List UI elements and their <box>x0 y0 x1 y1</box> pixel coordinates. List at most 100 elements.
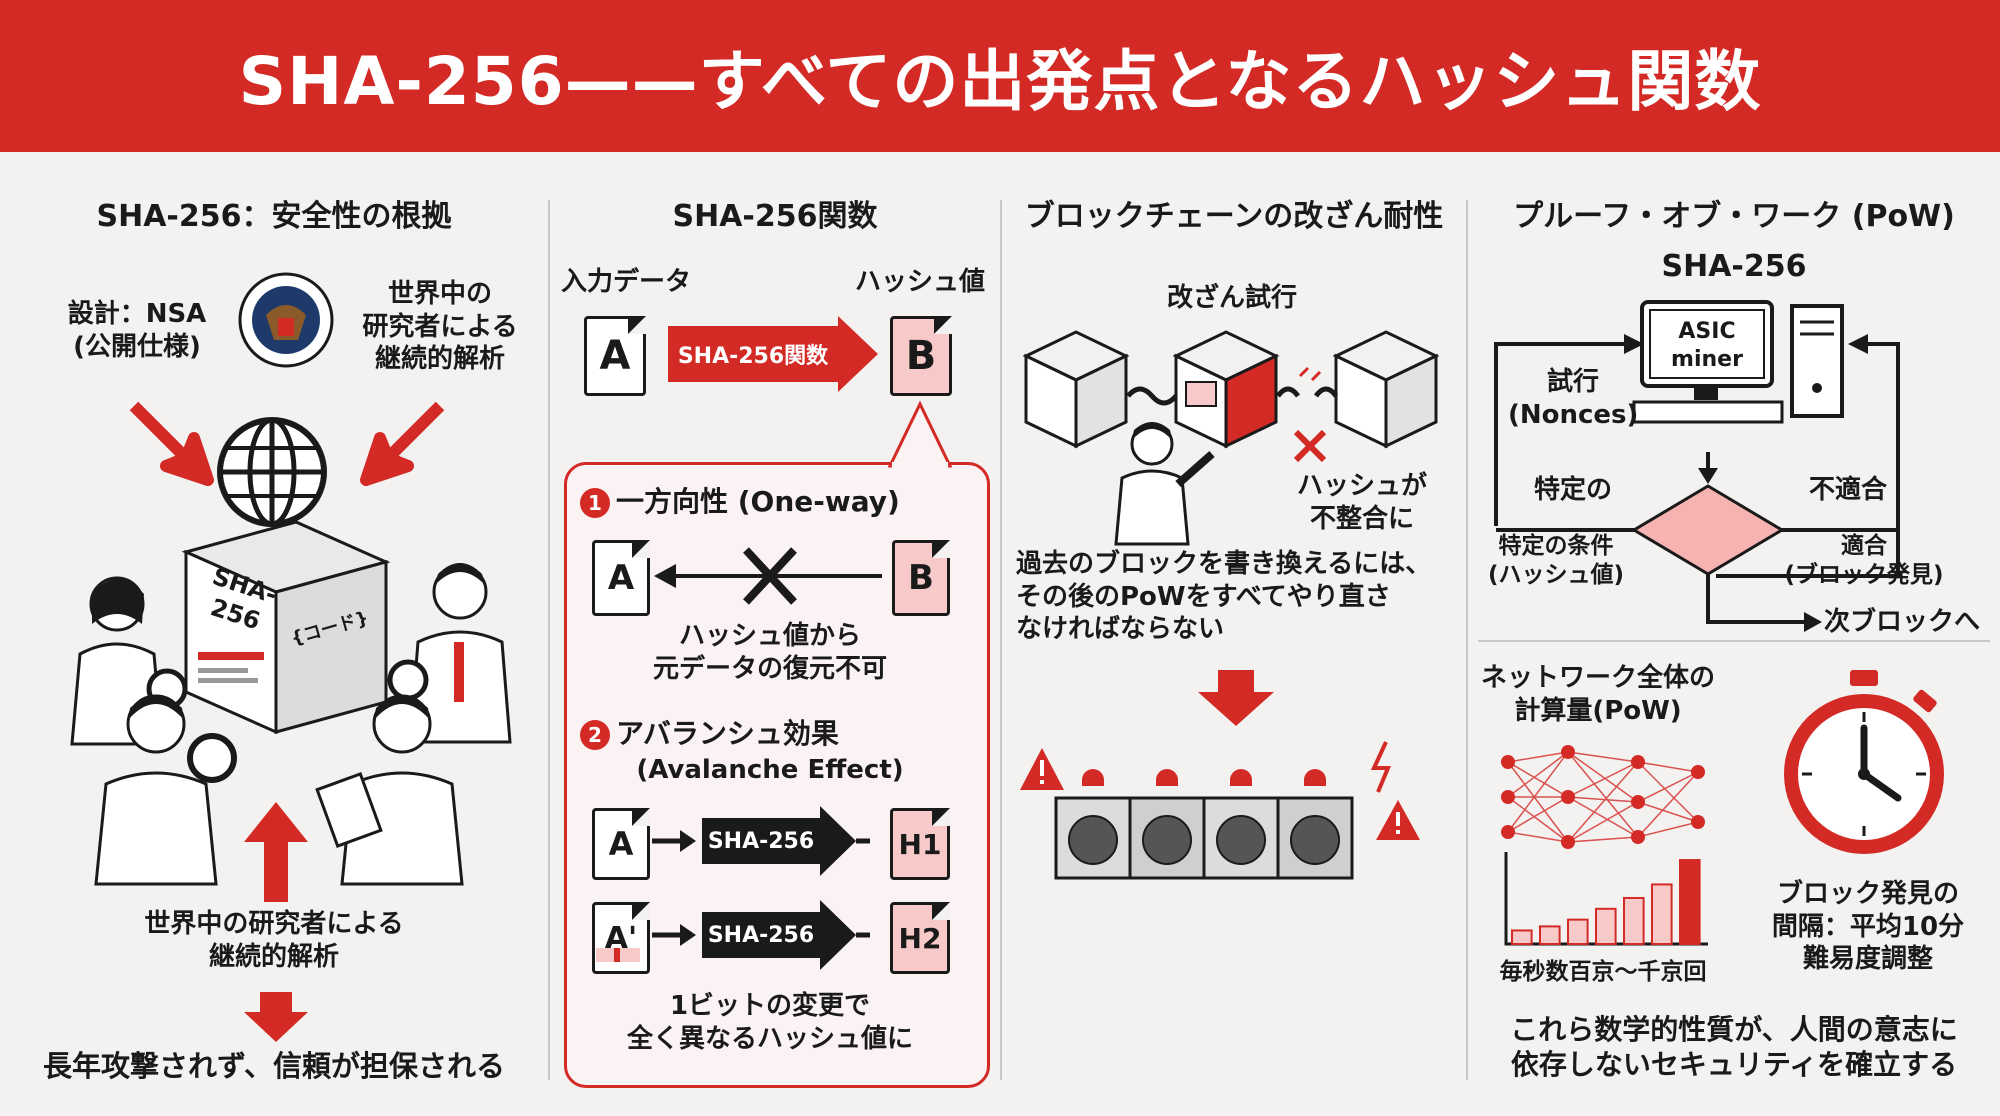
conclusion-text: 長年攻撃されず、信頼が担保される <box>43 1049 505 1083</box>
hashrate-bar-chart <box>1504 852 1708 946</box>
chart-bar <box>1567 918 1589 945</box>
design-line: 設計：NSA <box>67 299 207 329</box>
mismatch-label: ハッシュが 不整合に <box>1272 470 1452 535</box>
neural-network-icon <box>1501 745 1705 849</box>
globe-icon <box>217 417 327 527</box>
one-way-line: ハッシュ値から <box>678 621 861 651</box>
nsa-seal-icon <box>238 272 334 368</box>
tamperer-figure-icon <box>1114 422 1215 546</box>
number-badge: 1 <box>580 488 610 518</box>
avalanche-title-text: アバランシュ効果 <box>616 717 839 750</box>
chart-bar <box>1679 859 1701 945</box>
redo-pow-line: なければならない <box>1016 614 1225 644</box>
one-way-line: 元データの復元不可 <box>652 653 887 684</box>
output-doc-icon: B <box>890 316 952 396</box>
security-basis-panel: SHA-256：安全性の根拠 設計：NSA (公開仕様) 世界中の 研究者による… <box>0 152 548 1116</box>
arrow-down-icon <box>244 992 308 1042</box>
blockchain-blocks-icon <box>1022 330 1440 449</box>
mismatch-line: 不整合に <box>1309 503 1414 534</box>
unfit-label: 不適合 <box>1808 475 1887 505</box>
mismatch-line: ハッシュが <box>1296 471 1427 501</box>
researcher-figure-icon <box>94 694 237 886</box>
pow-conclusion: これら数学的性質が、人間の意志に 依存しないセキュリティを確立する <box>1468 1012 2000 1082</box>
arrow-down-icon <box>1198 670 1274 726</box>
doc-a-icon: A <box>592 540 650 616</box>
sha256-box-icon <box>181 520 391 735</box>
fit-line: 適合 <box>1841 533 1887 559</box>
redo-pow-line: その後のPoWをすべてやり直さ <box>1016 581 1391 612</box>
asic-miner-label: ASIC miner <box>1654 318 1760 373</box>
tamper-attempt-label: 改ざん試行 <box>1166 283 1297 313</box>
divider <box>548 200 550 1080</box>
conclusion-line: これら数学的性質が、人間の意志に <box>1510 1013 1958 1046</box>
page-title: SHA-256——すべての出発点となるハッシュ関数 <box>238 43 1762 120</box>
redo-pow-line: 過去のブロックを書き換えるには、 <box>1016 549 1432 579</box>
one-way-desc: ハッシュ値から 元データの復元不可 <box>570 620 970 685</box>
chart-bar <box>1511 929 1533 946</box>
title-banner: SHA-256——すべての出発点となるハッシュ関数 <box>0 0 2000 152</box>
hash-h2-icon: H2 <box>890 902 950 974</box>
researcher-figure-icon <box>315 694 464 886</box>
sha256-function-arrow: SHA-256関数 <box>668 326 838 382</box>
avalanche-subtitle: (Avalanche Effect) <box>636 755 904 785</box>
arrow-right-head-icon <box>820 806 870 876</box>
mismatch-x-icon <box>1293 429 1327 463</box>
section-header: プルーフ・オブ・ワーク (PoW) <box>1513 199 1955 234</box>
nonce-line: (Nonces) <box>1508 399 1639 430</box>
pow-flowchart <box>1494 334 1900 632</box>
computer-icon <box>1632 300 1844 424</box>
arrow-right-head-icon <box>820 900 870 970</box>
next-block-label: 次ブロックへ <box>1824 607 1981 637</box>
researchers-line: 世界中の <box>387 279 492 309</box>
interval-line: 間隔：平均10分 <box>1771 911 1965 942</box>
arrow-right-icon <box>652 924 696 946</box>
avalanche-line: 全く異なるハッシュ値に <box>626 1023 913 1054</box>
nonce-try-label: 試行 (Nonces) <box>1508 366 1638 431</box>
hashrate-label: 毎秒数百京〜千京回 <box>1499 959 1707 985</box>
chart-bar <box>1651 883 1673 945</box>
asic-line: miner <box>1671 346 1743 372</box>
callout-pointer <box>887 400 953 470</box>
conclusion-line: 依存しないセキュリティを確立する <box>1510 1048 1958 1081</box>
network-line: ネットワーク全体の <box>1480 663 1715 693</box>
proof-of-work-panel: プルーフ・オブ・ワーク (PoW) SHA-256 ASIC miner 試行 … <box>1468 152 2000 1116</box>
design-label: 設計：NSA (公開仕様) <box>52 298 222 363</box>
blocked-arrow-icon <box>654 547 882 605</box>
section-subheader: SHA-256 <box>1661 249 1807 284</box>
interval-line: 難易度調整 <box>1802 944 1933 974</box>
specific-label: 特定の <box>1533 475 1612 505</box>
hash-h1-icon: H1 <box>890 808 950 880</box>
bottom-line: 世界中の研究者による <box>144 909 404 939</box>
design-line: (公開仕様) <box>73 331 201 362</box>
doc-a-prime-icon: A' <box>592 902 650 974</box>
input-label: 入力データ <box>560 267 691 297</box>
sha256-block: SHA-256 <box>702 818 820 864</box>
asic-line: ASIC <box>1678 319 1736 344</box>
chart-bar <box>1623 896 1645 945</box>
section-header: SHA-256関数 <box>672 199 878 234</box>
bottom-researchers-label: 世界中の研究者による 継続的解析 <box>0 908 548 973</box>
bottom-line: 継続的解析 <box>208 941 339 972</box>
avalanche-desc: 1ビットの変更で 全く異なるハッシュ値に <box>570 990 970 1055</box>
network-line: 計算量(PoW) <box>1514 695 1682 726</box>
arrow-up-icon <box>244 802 308 902</box>
fit-label: 適合 (ブロック発見) <box>1774 532 1954 590</box>
output-label: ハッシュ値 <box>854 267 985 297</box>
mining-rigs-icon <box>1020 741 1420 880</box>
tamper-resistance-panel: ブロックチェーンの改ざん耐性 改ざん試行 ハッシュが 不整合に 過去のブロックを… <box>1002 152 1466 1116</box>
arrow-down-left-icon <box>360 401 445 486</box>
avalanche-line: 1ビットの変更で <box>669 991 871 1021</box>
one-way-title-text: 一方向性 (One-way) <box>616 485 900 518</box>
chart-bar <box>1595 907 1617 945</box>
condition-line: (ハッシュ値) <box>1487 561 1625 588</box>
researchers-line: 継続的解析 <box>374 344 505 374</box>
condition-line: 特定の条件 <box>1498 533 1614 559</box>
nonce-line: 試行 <box>1546 367 1599 397</box>
interval-line: ブロック発見の <box>1776 879 1959 909</box>
condition-label: 特定の条件 (ハッシュ値) <box>1476 532 1636 590</box>
chart-bar <box>1539 925 1561 946</box>
stopwatch-icon <box>1784 670 1944 854</box>
bit-flip-icon <box>596 948 640 962</box>
divider <box>1466 200 1468 1080</box>
